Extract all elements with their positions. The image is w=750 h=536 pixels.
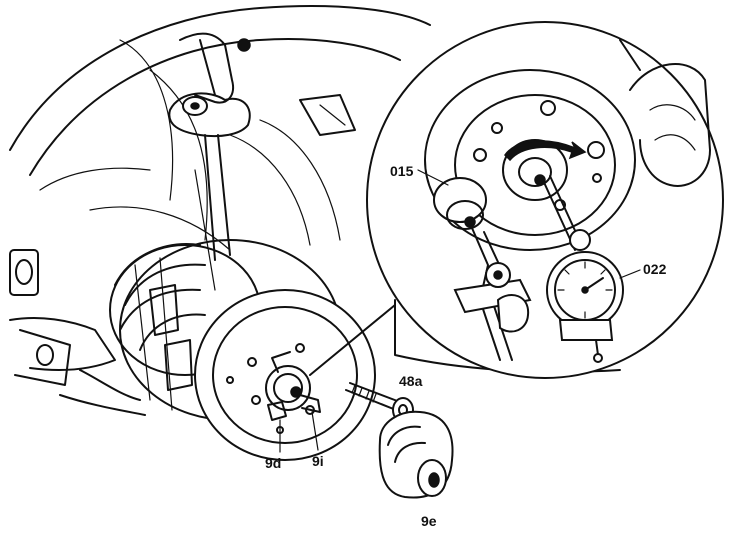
label-9d: 9d — [265, 455, 281, 471]
rotation-arrow-icon — [504, 140, 587, 162]
label-022: 022 — [643, 261, 667, 277]
cap-9e — [378, 410, 454, 499]
detail-inset — [366, 21, 724, 379]
label-48a: 48a — [399, 373, 423, 389]
brake-disc-assembly — [109, 239, 376, 461]
label-9i: 9i — [312, 453, 324, 469]
left-frame-parts — [9, 249, 146, 416]
label-9e: 9e — [421, 513, 437, 529]
label-015: 015 — [390, 163, 414, 179]
upper-strut-mount — [168, 32, 356, 261]
detail-pointer-line — [309, 304, 396, 376]
leader-lines — [279, 169, 641, 453]
